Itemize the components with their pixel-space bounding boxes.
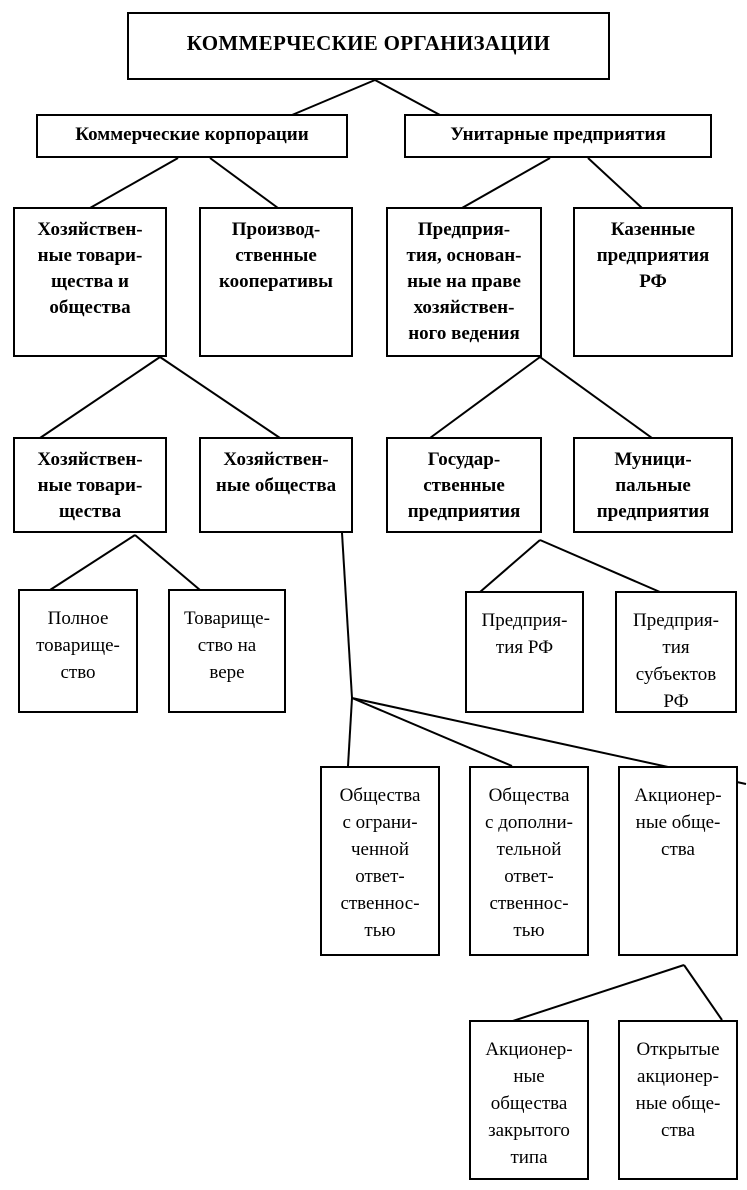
node-commercial-corporations-label: Коммерческие корпорации [75, 124, 309, 145]
node-treasury-enterprises-label: Казенные предприятия РФ [596, 219, 710, 292]
node-joint-stock-companies-label: Акционер- ные обще- ства [634, 785, 722, 860]
node-llc-label: Общества с ограни- ченной ответ- ственно… [339, 785, 421, 941]
node-treasury-enterprises: Казенные предприятия РФ [573, 207, 733, 357]
node-closed-jsc: Акционер- ные общества закрытого типа [469, 1020, 589, 1180]
node-economic-management-enterprises: Предприя- тия, основан- ные на праве хоз… [386, 207, 542, 357]
edge-management-state [429, 356, 541, 439]
node-commercial-corporations: Коммерческие корпорации [36, 114, 348, 158]
node-state-enterprises-label: Государ- ственные предприятия [407, 449, 521, 522]
node-production-cooperatives-label: Производ- ственные кооперативы [218, 219, 334, 292]
node-municipal-enterprises: Муници- пальные предприятия [573, 437, 733, 533]
node-open-jsc: Открытые акционер- ные обще- ства [618, 1020, 738, 1180]
node-closed-jsc-label: Акционер- ные общества закрытого типа [485, 1039, 573, 1168]
node-alc: Общества с дополни- тельной ответ- ствен… [469, 766, 589, 956]
edge-root-corporations [291, 79, 376, 116]
node-alc-label: Общества с дополни- тельной ответ- ствен… [485, 785, 573, 941]
node-limited-partnership: Товарище- ство на вере [168, 589, 286, 713]
edge-partnerships-full [49, 534, 136, 591]
node-subject-enterprises: Предприя- тия субъектов РФ [615, 591, 737, 713]
node-limited-partnership-label: Товарище- ство на вере [184, 608, 270, 683]
edge-unitary-treasury [587, 157, 643, 209]
node-economic-societies: Хозяйствен- ные общества [199, 437, 353, 533]
edge-unitary-economic-management [461, 157, 551, 209]
node-economic-management-enterprises-label: Предприя- тия, основан- ные на праве хоз… [406, 219, 522, 344]
node-unitary-enterprises-label: Унитарные предприятия [450, 124, 666, 145]
edge-root-unitary [374, 79, 441, 116]
node-unitary-enterprises: Унитарные предприятия [404, 114, 712, 158]
edge-jsc-open [683, 964, 723, 1021]
node-economic-partnerships-societies-label: Хозяйствен- ные товари- щества и обществ… [37, 219, 143, 318]
node-root: КОММЕРЧЕСКИЕ ОРГАНИЗАЦИИ [127, 12, 610, 80]
node-rf-enterprises-label: Предприя- тия РФ [481, 610, 568, 658]
edge-corporations-partnerships-societies [89, 157, 179, 209]
edge-societies-economic-societies [159, 356, 281, 439]
node-rf-enterprises: Предприя- тия РФ [465, 591, 584, 713]
edge-trunk-llc [347, 697, 353, 767]
node-economic-societies-label: Хозяйствен- ные общества [215, 449, 337, 496]
edge-state-rf [479, 539, 541, 593]
node-state-enterprises: Государ- ственные предприятия [386, 437, 542, 533]
node-full-partnership: Полное товарище- ство [18, 589, 138, 713]
edge-corporations-cooperatives [209, 157, 279, 209]
node-llc: Общества с ограни- ченной ответ- ственно… [320, 766, 440, 956]
node-full-partnership-label: Полное товарище- ство [36, 608, 120, 683]
node-municipal-enterprises-label: Муници- пальные предприятия [596, 449, 710, 522]
edge-societies-partnerships [39, 356, 161, 439]
node-open-jsc-label: Открытые акционер- ные обще- ства [635, 1039, 721, 1141]
edge-state-subjects [539, 539, 661, 593]
node-economic-partnerships: Хозяйствен- ные товари- щества [13, 437, 167, 533]
edge-trunk-alc [351, 697, 513, 767]
node-production-cooperatives: Производ- ственные кооперативы [199, 207, 353, 357]
edge-societies-trunk [341, 532, 353, 699]
node-economic-partnerships-label: Хозяйствен- ные товари- щества [37, 449, 143, 522]
node-joint-stock-companies: Акционер- ные обще- ства [618, 766, 738, 956]
node-economic-partnerships-societies: Хозяйствен- ные товари- щества и обществ… [13, 207, 167, 357]
edge-management-municipal [539, 356, 653, 439]
node-root-label: КОММЕРЧЕСКИЕ ОРГАНИЗАЦИИ [186, 31, 551, 55]
edge-partnerships-limited [134, 534, 201, 591]
node-subject-enterprises-label: Предприя- тия субъектов РФ [633, 610, 719, 712]
